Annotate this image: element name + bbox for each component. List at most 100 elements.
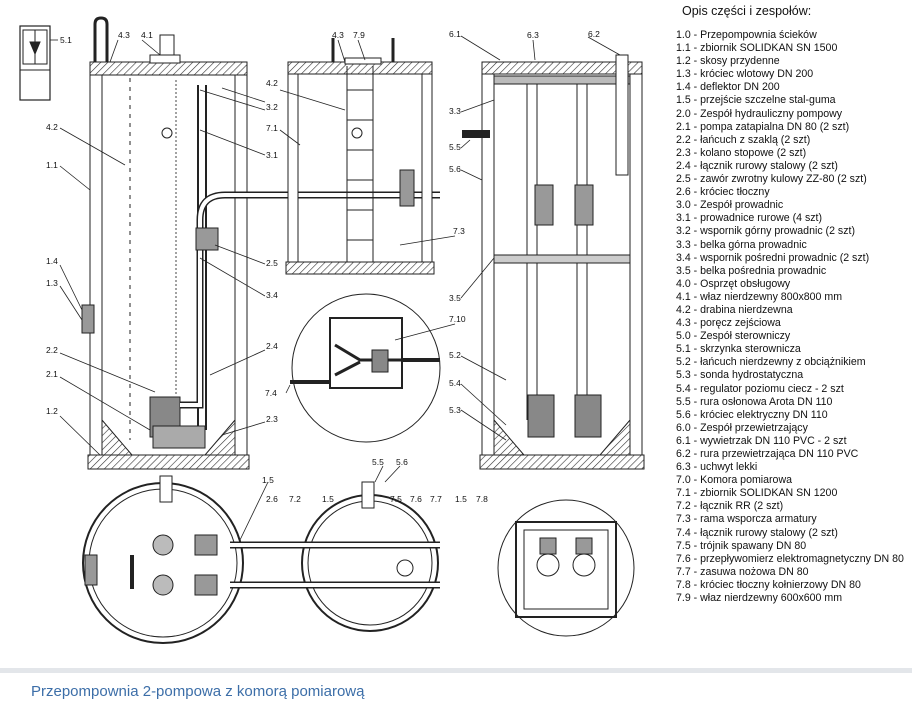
legend-item: 5.6 - króciec elektryczny DN 110 (676, 408, 828, 421)
legend-item: 5.3 - sonda hydrostatyczna (676, 369, 804, 382)
callout: 3.1 (266, 150, 278, 160)
callout: 5.4 (449, 378, 461, 388)
legend-item: 4.1 - właz nierdzewny 800x800 mm (676, 290, 843, 303)
legend-item: 3.4 - wspornik pośredni prowadnic (2 szt… (676, 251, 870, 264)
legend-item: 7.2 - łącznik RR (2 szt) (676, 500, 784, 513)
callout: 6.2 (588, 29, 600, 39)
legend-item: 1.3 - króciec wlotowy DN 200 (676, 68, 814, 81)
legend-item: 2.2 - łańcuch z szaklą (2 szt) (676, 133, 811, 146)
callout: 1.1 (46, 160, 58, 170)
legend-item: 7.0 - Komora pomiarowa (676, 474, 792, 487)
technical-drawing: 5.1 4.3 4.1 4.2 1.1 1.4 1.3 2.2 2.1 1.2 … (19, 16, 645, 644)
callout-labels: 5.1 4.3 4.1 4.2 1.1 1.4 1.3 2.2 2.1 1.2 … (46, 29, 600, 504)
legend-item: 6.2 - rura przewietrzająca DN 110 PVC (676, 448, 859, 460)
legend-item: 1.1 - zbiornik SOLIDKAN SN 1500 (676, 42, 838, 55)
pump-station-side-view (462, 54, 645, 470)
callout: 7.9 (353, 30, 365, 40)
figure-caption: Przepompownia 2-pompowa z komorą pomiaro… (31, 683, 365, 700)
legend-item: 7.6 - przepływomierz elektromagnetyczny … (676, 552, 904, 565)
callout: 4.1 (141, 30, 153, 40)
callout: 2.4 (266, 341, 278, 351)
leader-lines (50, 35, 621, 541)
callout: 3.2 (266, 102, 278, 112)
legend-item: 1.5 - przejście szczelne stal-guma (676, 94, 836, 107)
callout: 5.6 (396, 457, 408, 467)
control-box-icon (19, 25, 51, 101)
legend-item: 2.3 - kolano stopowe (2 szt) (676, 146, 807, 159)
legend-item: 1.0 - Przepompownia ścieków (676, 29, 817, 41)
callout: 6.3 (527, 30, 539, 40)
legend-title: Opis części i zespołów: (682, 4, 812, 18)
legend-item: 5.4 - regulator poziomu ciecz - 2 szt (676, 382, 844, 395)
legend-item: 7.7 - zasuwa nożowa DN 80 (676, 565, 809, 578)
legend-item: 3.5 - belka pośrednia prowadnic (676, 264, 827, 277)
measurement-chamber-section-view (285, 38, 435, 275)
plan-view (82, 475, 440, 644)
legend-item: 2.5 - zawór zwrotny kulowy ZZ-80 (2 szt) (676, 173, 867, 186)
callout: 6.1 (449, 29, 461, 39)
parts-legend: Opis części i zespołów: 1.0 - Przepompow… (676, 4, 910, 605)
caption-separator (0, 668, 912, 673)
callout: 1.4 (46, 256, 58, 266)
legend-item: 3.0 - Zespół prowadnic (676, 199, 784, 212)
callout: 2.3 (266, 414, 278, 424)
callout: 4.2 (266, 78, 278, 88)
legend-item: 6.3 - uchwyt lekki (676, 461, 758, 474)
callout: 1.5 (455, 494, 467, 504)
callout: 1.3 (46, 278, 58, 288)
callout: 5.5 (372, 457, 384, 467)
callout: 7.1 (266, 123, 278, 133)
callout: 5.5 (449, 142, 461, 152)
callout: 7.7 (430, 494, 442, 504)
callout: 4.3 (118, 30, 130, 40)
callout: 3.3 (449, 106, 461, 116)
legend-item: 4.2 - drabina nierdzewna (676, 303, 793, 316)
legend-item: 7.1 - zbiornik SOLIDKAN SN 1200 (676, 487, 838, 500)
legend-item: 2.4 - łącznik rurowy stalowy (2 szt) (676, 159, 838, 172)
legend-item: 1.2 - skosy przydenne (676, 55, 780, 68)
callout: 4.2 (46, 122, 58, 132)
legend-item: 2.6 - króciec tłoczny (676, 186, 770, 199)
callout: 7.2 (289, 494, 301, 504)
callout: 2.2 (46, 345, 58, 355)
legend-item: 2.0 - Zespół hydrauliczny pompowy (676, 107, 843, 120)
legend-item: 5.1 - skrzynka sterownicza (676, 343, 801, 356)
callout: 7.8 (476, 494, 488, 504)
legend-item: 7.9 - właz nierdzewny 600x600 mm (676, 592, 843, 605)
callout: 5.1 (60, 35, 72, 45)
legend-item: 2.1 - pompa zatapialna DN 80 (2 szt) (676, 120, 850, 133)
callout: 7.10 (449, 314, 466, 324)
callout: 5.2 (449, 350, 461, 360)
callout: 1.2 (46, 406, 58, 416)
callout: 1.5 (322, 494, 334, 504)
legend-item: 5.0 - Zespół sterowniczy (676, 330, 791, 343)
callout: 2.6 (266, 494, 278, 504)
legend-item: 4.0 - Osprzęt obsługowy (676, 277, 791, 290)
chamber-plan-view (497, 499, 635, 637)
callout: 7.6 (410, 494, 422, 504)
detail-view-circle (290, 293, 441, 443)
legend-item: 7.8 - króciec tłoczny kołnierzowy DN 80 (676, 578, 861, 591)
legend-item: 7.5 - trójnik spawany DN 80 (676, 539, 807, 552)
callout: 7.4 (265, 388, 277, 398)
callout: 7.3 (453, 226, 465, 236)
legend-item: 7.3 - rama wsporcza armatury (676, 513, 817, 526)
legend-item: 6.0 - Zespół przewietrzający (676, 421, 808, 434)
callout: 7.5 (390, 494, 402, 504)
legend-item: 7.4 - łącznik rurowy stalowy (2 szt) (676, 526, 838, 539)
callout: 1.5 (262, 475, 274, 485)
legend-item: 3.2 - wspornik górny prowadnic (2 szt) (676, 225, 855, 238)
legend-item: 4.3 - poręcz zejściowa (676, 317, 781, 330)
callout: 3.5 (449, 293, 461, 303)
legend-item: 5.2 - łańcuch nierdzewny z obciążnikiem (676, 356, 866, 369)
callout: 2.1 (46, 369, 58, 379)
pump-station-section-view (81, 16, 440, 470)
callout: 2.5 (266, 258, 278, 268)
callout: 5.6 (449, 164, 461, 174)
legend-item: 3.1 - prowadnice rurowe (4 szt) (676, 212, 823, 225)
legend-item: 1.4 - deflektor DN 200 (676, 81, 780, 94)
legend-item: 3.3 - belka górna prowadnic (676, 238, 807, 251)
legend-item: 6.1 - wywietrzak DN 110 PVC - 2 szt (676, 434, 847, 447)
callout: 4.3 (332, 30, 344, 40)
